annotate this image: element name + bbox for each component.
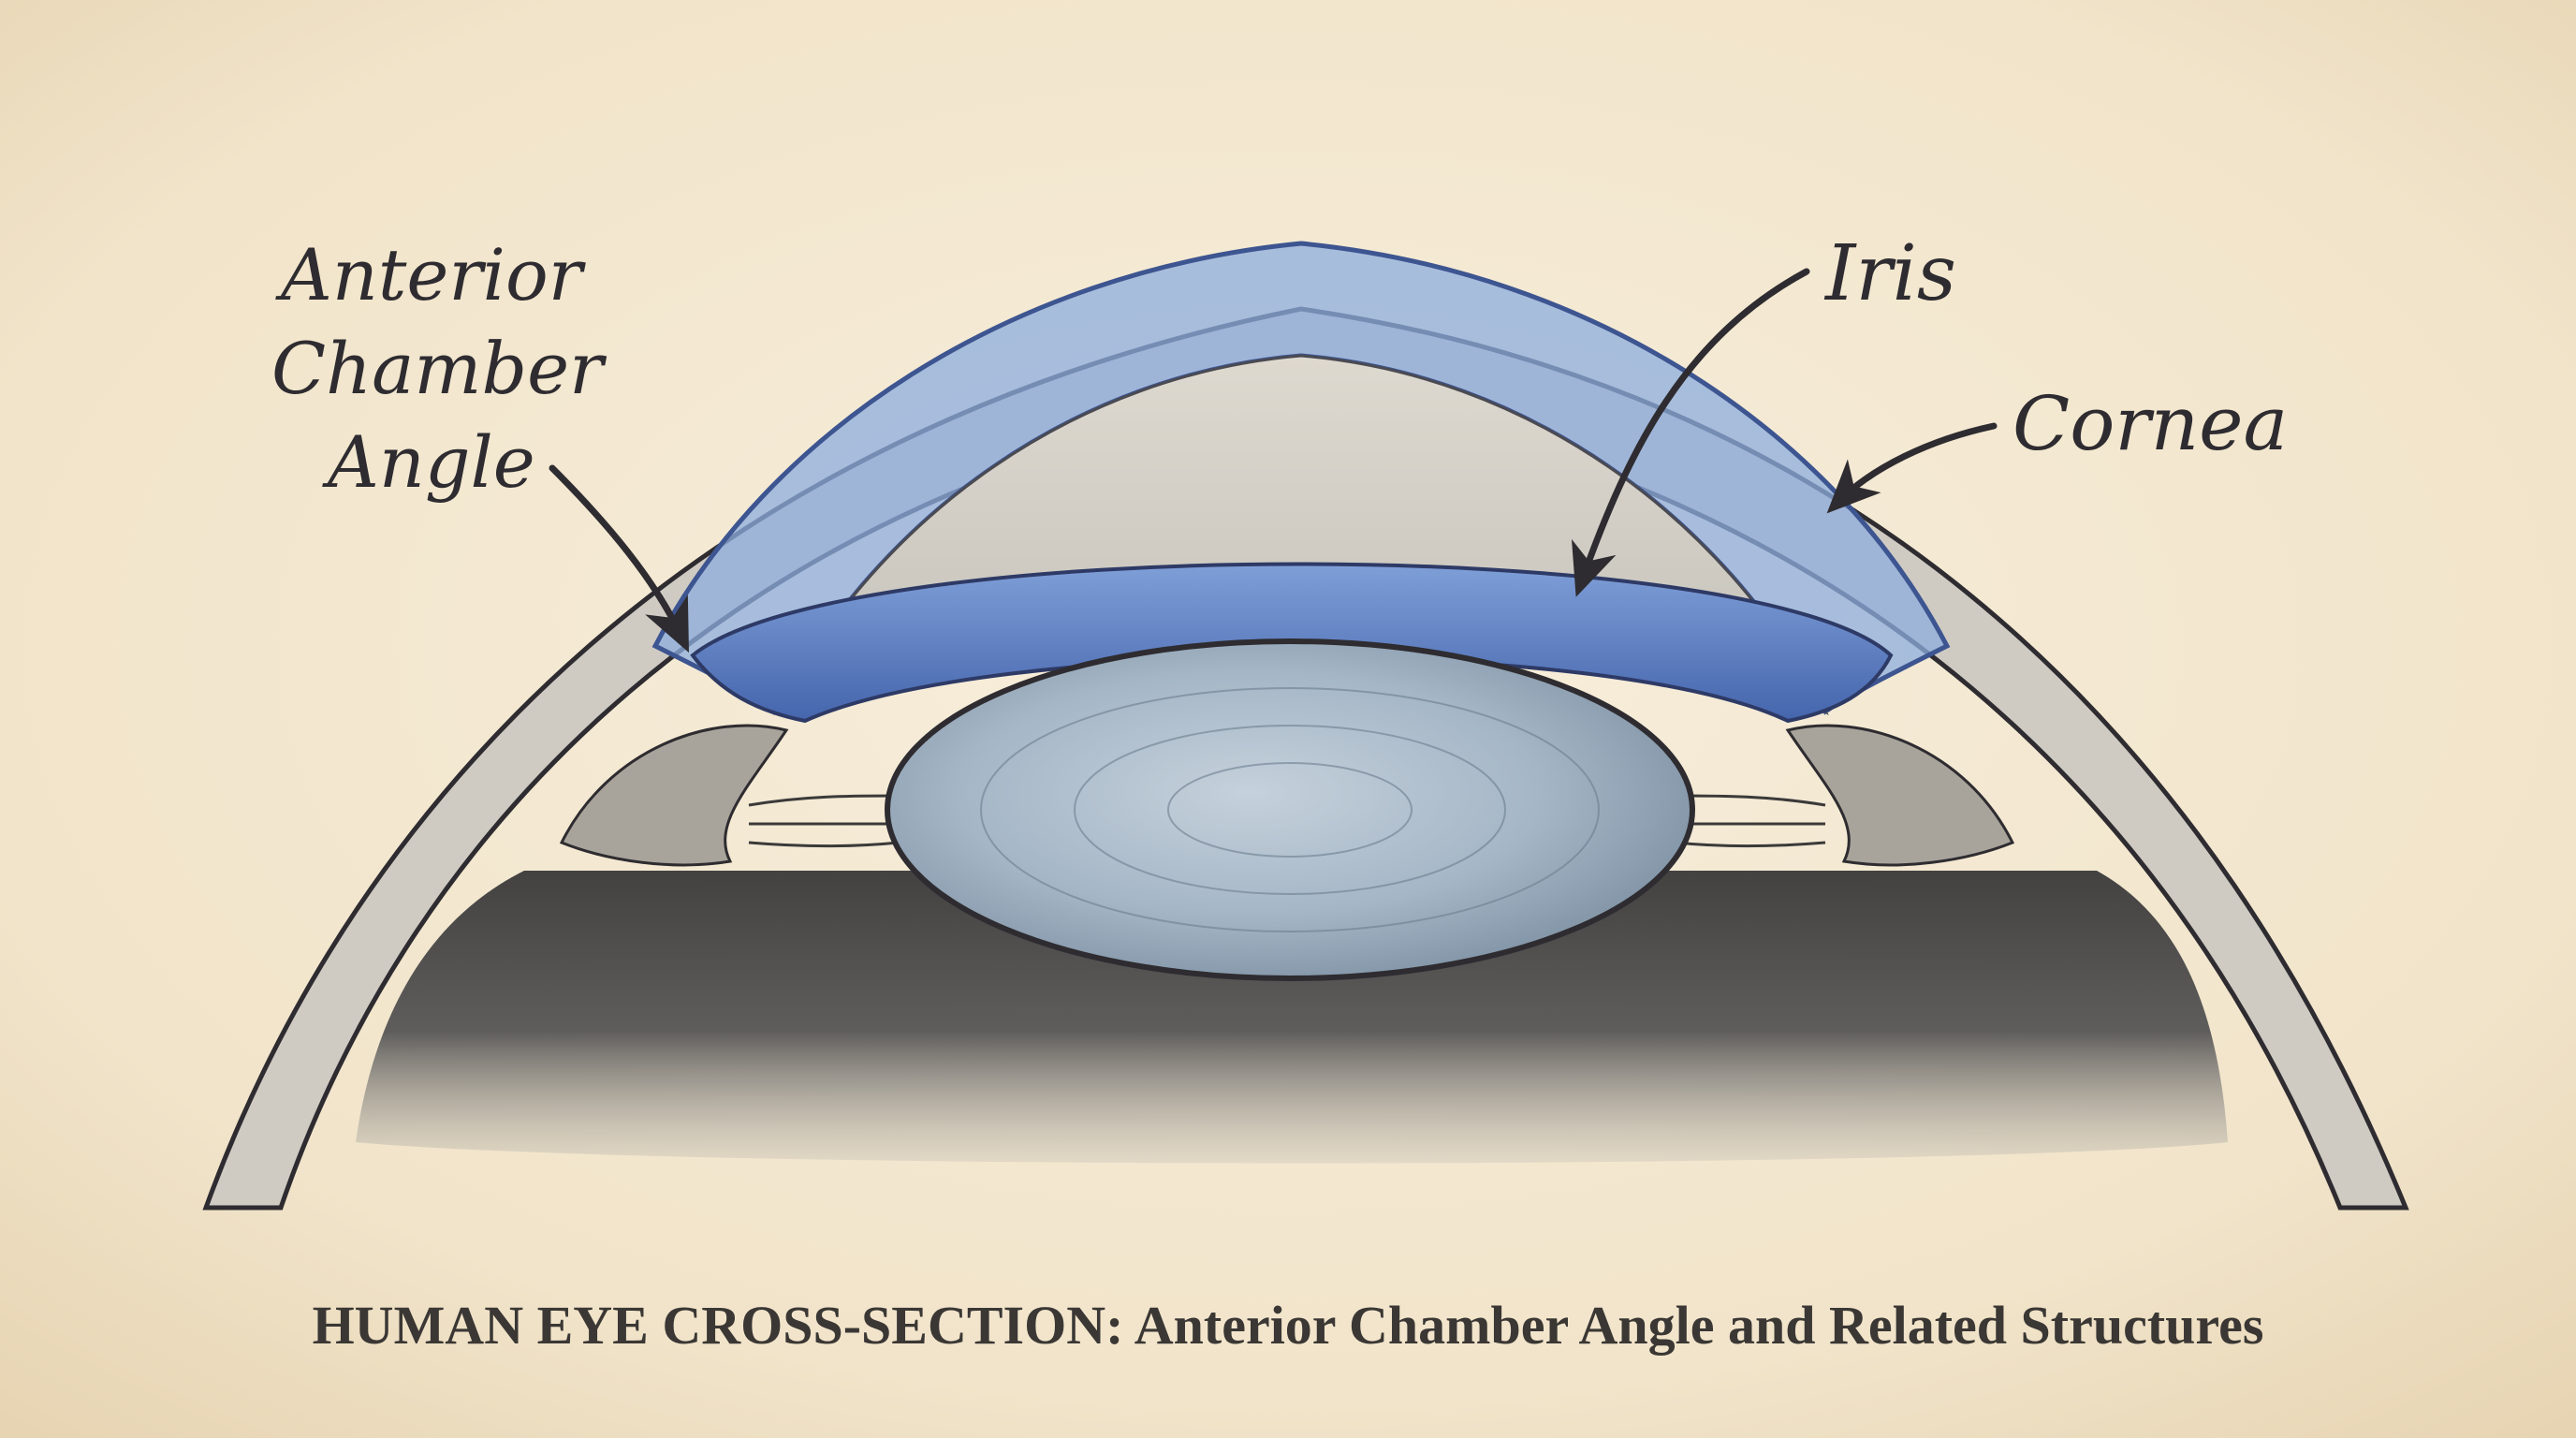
lens-texture <box>980 687 1600 932</box>
ciliary-body-right <box>1785 724 2015 867</box>
ciliary-body-left <box>559 724 789 867</box>
label-line: Chamber <box>271 327 607 410</box>
label-line: Angle <box>322 420 535 504</box>
arrow-cornea <box>1826 422 1998 514</box>
label-line: Anterior <box>275 233 587 316</box>
label-cornea: Cornea <box>2012 380 2288 467</box>
label-iris: Iris <box>1823 229 1956 318</box>
diagram-caption: HUMAN EYE CROSS-SECTION: Anterior Chambe… <box>313 1295 2264 1356</box>
arrow-iris <box>1571 268 1810 597</box>
label-anterior-chamber-angle: Anterior Chamber Angle <box>271 233 626 504</box>
lens <box>885 638 1695 981</box>
posterior-chamber-shadow <box>356 871 2228 1164</box>
arrow-anterior-chamber-angle <box>549 464 689 653</box>
